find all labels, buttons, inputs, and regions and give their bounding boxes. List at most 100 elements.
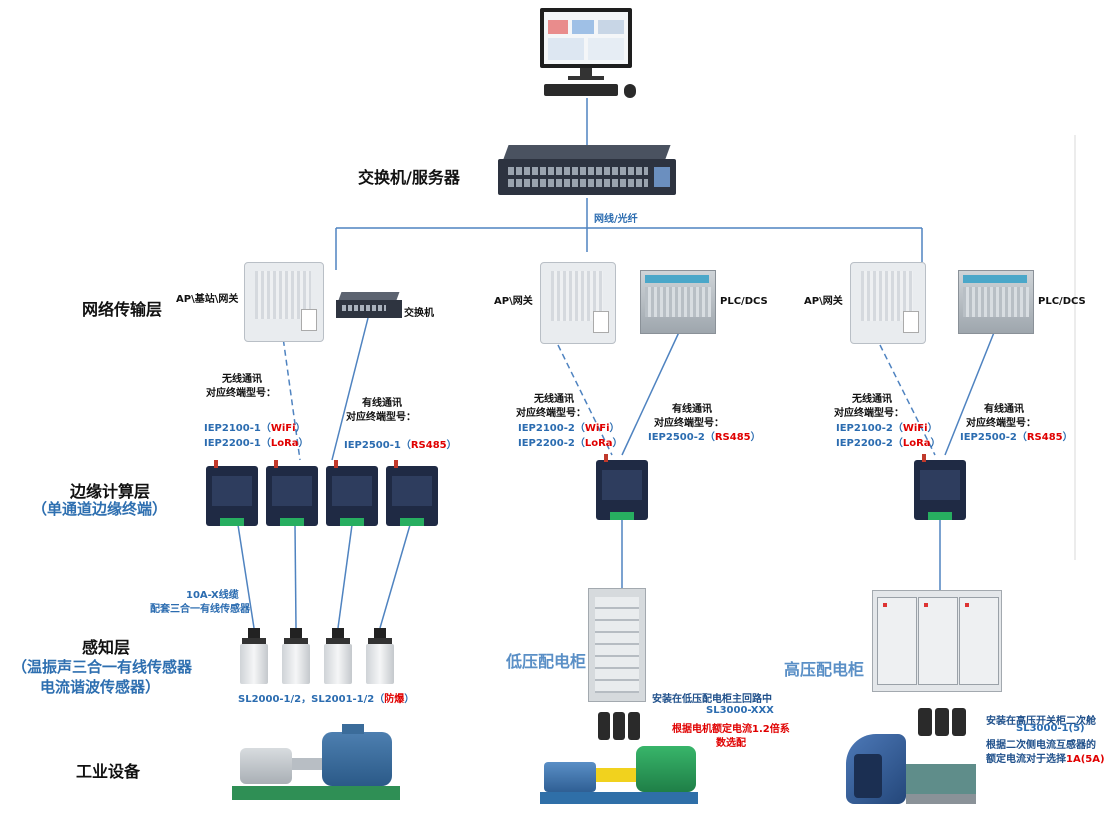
right-edge-terminal-icon xyxy=(914,454,966,520)
sensing-layer-sublabel-2: 电流谐波传感器） xyxy=(40,678,161,696)
left-rs485-model: IEP2500-1（RS485） xyxy=(344,436,457,451)
right-wifi-model: IEP2100-2（WiFi） xyxy=(836,419,938,434)
right-rs485-model-text: IEP2500-2（ xyxy=(960,432,1027,443)
keyboard-icon xyxy=(544,84,618,96)
sensor-models-label: SL2000-1/2，SL2001-1/2（防爆） xyxy=(238,690,414,705)
left-rs485-tag: RS485 xyxy=(410,440,447,451)
sensor-explosion-proof-tag: 防爆 xyxy=(384,694,405,705)
right-plc-label: PLC/DCS xyxy=(1038,296,1086,307)
middle-wifi-model-text: IEP2100-2（ xyxy=(518,423,585,434)
middle-wireless-title: 无线通讯 xyxy=(534,394,574,405)
middle-ap-label: AP\网关 xyxy=(494,296,533,307)
high-voltage-cabinet-label: 高压配电柜 xyxy=(784,660,865,679)
sensor-4-icon xyxy=(364,628,396,684)
middle-wired-model-title: 对应终端型号： xyxy=(654,418,724,429)
middle-wireless-model-title: 对应终端型号： xyxy=(516,408,586,419)
edge-terminal-3-icon xyxy=(326,460,378,526)
middle-current-transformer-icon xyxy=(598,712,640,742)
left-wireless-title: 无线通讯 xyxy=(222,374,262,385)
right-wired-model-title: 对应终端型号： xyxy=(966,418,1036,429)
middle-plc-icon xyxy=(640,270,716,334)
right-ap-gateway-icon xyxy=(850,262,926,344)
left-wired-model-title: 对应终端型号： xyxy=(346,412,416,423)
edge-terminal-4-icon xyxy=(386,460,438,526)
left-ap-label: AP\基站\网关 xyxy=(176,294,239,305)
sensing-layer-label: 感知层 xyxy=(82,638,131,657)
left-lora-close: ） xyxy=(298,438,309,449)
right-wifi-tag: WiFi xyxy=(902,423,928,434)
right-rs485-model: IEP2500-2（RS485） xyxy=(960,428,1073,443)
left-lora-tag: LoRa xyxy=(270,438,299,449)
cable-label: 10A-X线缆 xyxy=(186,590,239,601)
right-lora-close: ） xyxy=(930,438,941,449)
right-plc-icon xyxy=(958,270,1034,334)
middle-wired-title: 有线通讯 xyxy=(672,404,712,415)
right-ct-note-1: 根据二次侧电流互感器的 xyxy=(986,740,1096,751)
right-ct-note-2-text: 额定电流对于选择 xyxy=(986,754,1066,765)
middle-lora-model-text: IEP2200-2（ xyxy=(518,438,585,449)
left-rs485-model-text: IEP2500-1（ xyxy=(344,440,411,451)
sensing-layer-sublabel-1: （温振声三合一有线传感器 xyxy=(12,658,193,676)
edge-terminal-1-icon xyxy=(206,460,258,526)
middle-rs485-close: ） xyxy=(750,432,761,443)
edge-terminal-2-icon xyxy=(266,460,318,526)
pump-motor-middle-icon xyxy=(540,738,700,808)
left-wireless-model-title: 对应终端型号： xyxy=(206,388,276,399)
left-lora-model: IEP2200-1（LoRa） xyxy=(204,434,309,449)
right-current-transformer-icon xyxy=(918,708,966,738)
left-lora-model-text: IEP2200-1（ xyxy=(204,438,271,449)
left-ap-gateway-icon xyxy=(244,262,324,342)
sensor-models-close: ） xyxy=(404,694,415,705)
left-switch-label: 交换机 xyxy=(404,308,434,319)
middle-edge-terminal-icon xyxy=(596,454,648,520)
middle-ct-note-1: 根据电机额定电流1.2倍系 xyxy=(672,724,790,735)
right-install-note: 安装在高压开关柜二次舱 xyxy=(986,716,1096,727)
middle-rs485-model-text: IEP2500-2（ xyxy=(648,432,715,443)
right-wireless-model-title: 对应终端型号： xyxy=(834,408,904,419)
middle-lora-tag: LoRa xyxy=(584,438,613,449)
low-voltage-cabinet-icon xyxy=(588,588,646,702)
middle-install-note: 安装在低压配电柜主回路中 xyxy=(652,694,772,705)
sensor-models-text: SL2000-1/2，SL2001-1/2（ xyxy=(238,694,385,705)
edge-layer-sublabel: （单通道边缘终端） xyxy=(32,500,168,518)
high-voltage-cabinet-icon xyxy=(872,590,1002,692)
server-layer-label: 交换机/服务器 xyxy=(358,168,460,187)
middle-ct-model: SL3000-XXX xyxy=(706,705,774,716)
right-lora-tag: LoRa xyxy=(902,438,931,449)
right-ct-model: SL3000-1(5) xyxy=(1016,723,1085,734)
middle-wifi-close: ） xyxy=(609,423,620,434)
left-wifi-model-text: IEP2100-1（ xyxy=(204,423,271,434)
middle-wifi-tag: WiFi xyxy=(584,423,610,434)
left-access-switch-icon xyxy=(336,292,402,318)
right-ct-note-2: 额定电流对于选择1A(5A) xyxy=(986,750,1105,765)
pump-motor-left-icon xyxy=(232,722,402,804)
core-switch-icon xyxy=(498,145,676,197)
right-wired-title: 有线通讯 xyxy=(984,404,1024,415)
right-wireless-title: 无线通讯 xyxy=(852,394,892,405)
network-layer-label: 网络传输层 xyxy=(82,300,163,319)
cable-label-2: 配套三合一有线传感器 xyxy=(150,604,250,615)
right-wifi-model-text: IEP2100-2（ xyxy=(836,423,903,434)
middle-ct-note-2: 数选配 xyxy=(716,738,746,749)
right-rs485-tag: RS485 xyxy=(1026,432,1063,443)
right-rs485-close: ） xyxy=(1062,432,1073,443)
right-wifi-close: ） xyxy=(927,423,938,434)
edge-layer-label: 边缘计算层 xyxy=(70,482,151,501)
right-ap-label: AP\网关 xyxy=(804,296,843,307)
left-wifi-model: IEP2100-1（WiFi） xyxy=(204,419,306,434)
fan-blower-right-icon xyxy=(846,724,976,806)
right-ct-rating-tag: 1A(5A) xyxy=(1066,754,1105,765)
sensor-2-icon xyxy=(280,628,312,684)
middle-lora-close: ） xyxy=(612,438,623,449)
middle-ap-gateway-icon xyxy=(540,262,616,344)
sensor-1-icon xyxy=(238,628,270,684)
middle-rs485-model: IEP2500-2（RS485） xyxy=(648,428,761,443)
monitor-icon xyxy=(540,8,632,80)
mouse-icon xyxy=(624,84,636,98)
right-lora-model-text: IEP2200-2（ xyxy=(836,438,903,449)
left-wired-title: 有线通讯 xyxy=(362,398,402,409)
middle-plc-label: PLC/DCS xyxy=(720,296,768,307)
right-lora-model: IEP2200-2（LoRa） xyxy=(836,434,941,449)
left-wifi-close: ） xyxy=(295,423,306,434)
